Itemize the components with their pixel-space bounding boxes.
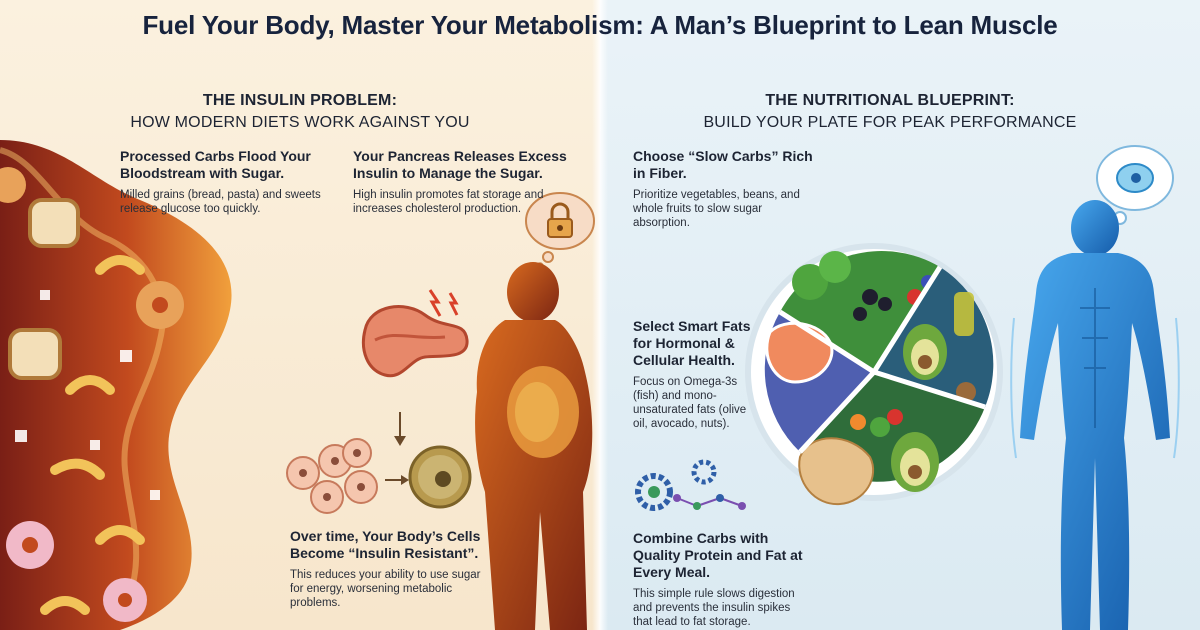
block-text: Milled grains (bread, pasta) and sweets … xyxy=(120,189,321,215)
right-block-combine-carbs: Combine Carbs with Quality Protein and F… xyxy=(633,530,803,629)
cell-thought-bubble xyxy=(1096,145,1174,234)
block-text: Focus on Omega-3s (fish) and mono-unsatu… xyxy=(633,376,747,430)
block-heading: Select Smart Fats for Hormonal & Cellula… xyxy=(633,318,751,368)
plate-icon xyxy=(745,243,1003,506)
right-heading-line2: BUILD YOUR PLATE FOR PEAK PERFORMANCE xyxy=(703,114,1077,131)
lock-icon xyxy=(547,202,573,238)
block-heading: Over time, Your Body’s Cells Become “Ins… xyxy=(290,528,481,561)
right-block-slow-carbs: Choose “Slow Carbs” Rich in Fiber. Prior… xyxy=(633,148,813,230)
page-title: Fuel Your Body, Master Your Metabolism: … xyxy=(142,10,1058,40)
block-heading: Processed Carbs Flood Your Bloodstream w… xyxy=(120,148,311,181)
down-arrow-icon xyxy=(394,412,406,446)
right-block-smart-fats: Select Smart Fats for Hormonal & Cellula… xyxy=(633,318,753,431)
pasta-icon xyxy=(40,255,145,615)
block-text: High insulin promotes fat storage and in… xyxy=(353,189,544,215)
molecule-icon xyxy=(673,494,746,510)
left-heading-line2: HOW MODERN DIETS WORK AGAINST YOU xyxy=(130,114,470,131)
panel-divider xyxy=(592,0,608,630)
left-block-insulin-resistant: Over time, Your Body’s Cells Become “Ins… xyxy=(290,528,490,610)
donut-icon xyxy=(0,167,184,622)
block-heading: Choose “Slow Carbs” Rich in Fiber. xyxy=(633,148,813,181)
right-heading-line1: THE NUTRITIONAL BLUEPRINT: xyxy=(765,92,1015,109)
gear-icon xyxy=(635,459,746,511)
block-text: This simple rule slows digestion and pre… xyxy=(633,588,795,628)
bread-icon xyxy=(8,198,80,380)
cell-icon xyxy=(286,438,472,514)
block-text: This reduces your ability to use sugar f… xyxy=(290,569,481,609)
left-heading-line1: THE INSULIN PROBLEM: xyxy=(202,92,398,109)
athletic-man-silhouette xyxy=(1010,200,1180,630)
lock-thought-bubble xyxy=(525,192,595,270)
left-section-heading: THE INSULIN PROBLEM: HOW MODERN DIETS WO… xyxy=(100,92,500,132)
left-block-pancreas: Your Pancreas Releases Excess Insulin to… xyxy=(353,148,588,216)
overweight-man-silhouette xyxy=(475,262,593,630)
sugar-flow-illustration xyxy=(0,140,232,630)
right-section-heading: THE NUTRITIONAL BLUEPRINT: BUILD YOUR PL… xyxy=(680,92,1100,132)
pancreas-icon xyxy=(361,289,469,378)
left-block-processed-carbs: Processed Carbs Flood Your Bloodstream w… xyxy=(120,148,335,216)
block-heading: Combine Carbs with Quality Protein and F… xyxy=(633,530,803,580)
block-text: Prioritize vegetables, beans, and whole … xyxy=(633,189,800,229)
block-heading: Your Pancreas Releases Excess Insulin to… xyxy=(353,148,567,181)
